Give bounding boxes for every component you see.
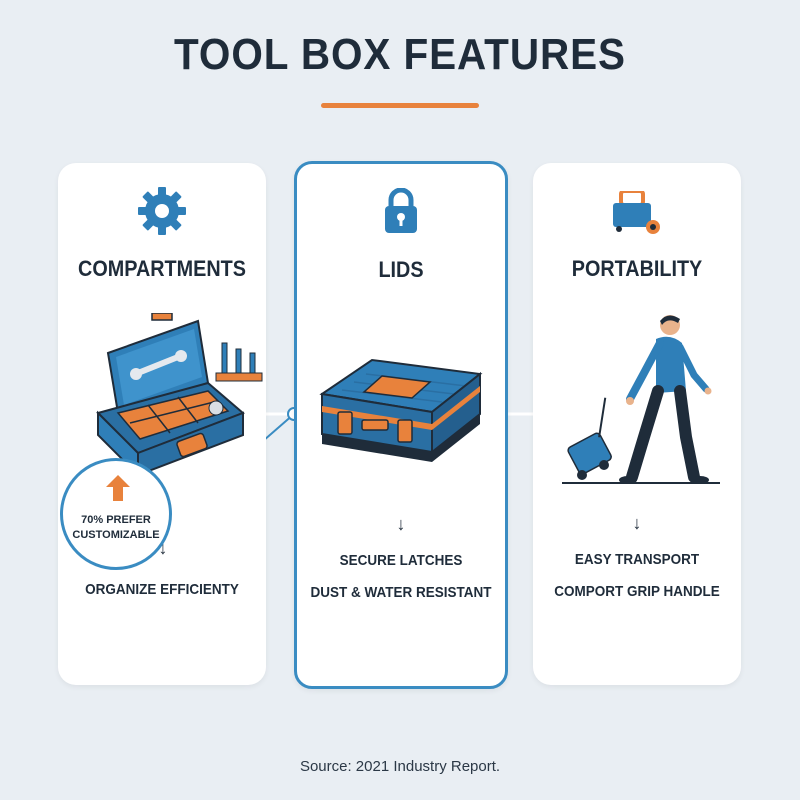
card-compartments: COMPARTMENTS ↓ ORGA xyxy=(58,163,266,685)
source-note: Source: 2021 Industry Report. xyxy=(299,758,501,775)
card-lids: LIDS ↓ SECURE LATCHES DUST & WATER RESIS… xyxy=(294,161,508,689)
detail-dust-water: DUST & WATER RESISTANT xyxy=(310,584,492,601)
card-title-lids: LIDS xyxy=(378,257,424,282)
arrow-up-icon xyxy=(106,475,130,506)
badge-text: 70% PREFER CUSTOMIZABLE xyxy=(63,513,169,543)
badge-line-2: CUSTOMIZABLE xyxy=(72,529,160,541)
open-toolbox-illustration xyxy=(78,313,268,483)
detail-easy-transport: EASY TRANSPORT xyxy=(574,551,700,568)
title-underline xyxy=(321,103,479,108)
arrow-down-icon: ↓ xyxy=(158,538,168,558)
arrow-down-icon: ↓ xyxy=(396,514,406,534)
detail-secure-latches: SECURE LATCHES xyxy=(339,552,463,569)
closed-toolbox-illustration xyxy=(297,354,505,474)
card-title-portability: PORTABILITY xyxy=(571,256,703,281)
arrow-down-icon: ↓ xyxy=(632,513,642,533)
stat-badge: 70% PREFER CUSTOMIZABLE xyxy=(60,458,172,570)
page-title: TOOL BOX FEATURES xyxy=(174,30,626,79)
gear-icon xyxy=(58,185,266,237)
detail-organize: ORGANIZE EFFICIENTY xyxy=(85,581,239,598)
padlock-icon xyxy=(297,188,505,234)
badge-line-1: 70% PREFER xyxy=(81,514,151,526)
rolling-case-icon xyxy=(533,191,741,235)
person-pulling-case-illustration xyxy=(533,313,741,488)
card-portability: PORTABILITY ↓ EASY TRANSPORT xyxy=(533,163,741,685)
detail-grip-handle: COMPORT GRIP HANDLE xyxy=(554,583,720,600)
card-title-compartments: COMPARTMENTS xyxy=(78,256,246,281)
